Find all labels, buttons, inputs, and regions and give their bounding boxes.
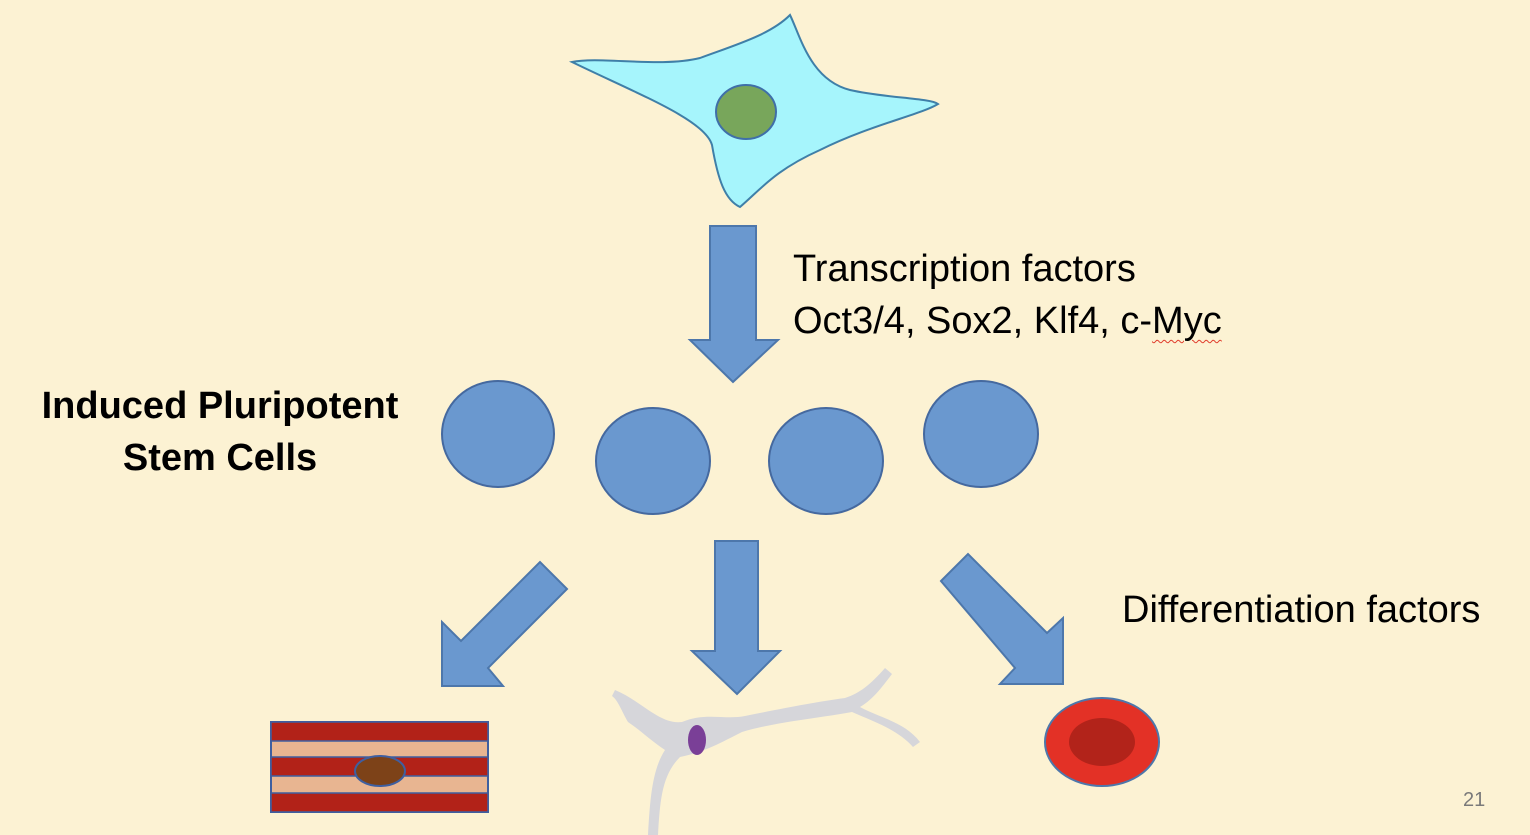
- neuron-nucleus: [688, 725, 706, 755]
- fibroblast-nucleus: [715, 84, 777, 140]
- stem-cell: [595, 407, 711, 515]
- neuron-cell: [612, 668, 920, 835]
- stem-cell: [923, 380, 1039, 488]
- transcription-factors-list-prefix: Oct3/4, Sox2, Klf4, c-: [793, 300, 1153, 342]
- stem-cell: [441, 380, 555, 488]
- differentiation-arrow-left: [441, 560, 569, 687]
- stem-cell: [768, 407, 884, 515]
- differentiation-arrow-center: [689, 540, 783, 696]
- slide-number: 21: [1463, 789, 1486, 811]
- reprogramming-arrow: [687, 225, 781, 384]
- spellcheck-flagged-word: Myc: [1152, 300, 1222, 342]
- transcription-factors-list: Oct3/4, Sox2, Klf4, c-Myc: [793, 300, 1222, 343]
- red-blood-cell: [1044, 697, 1160, 787]
- ipsc-label: Induced Pluripotent Stem Cells: [10, 380, 430, 484]
- differentiation-arrow-right: [939, 552, 1064, 685]
- muscle-cell: [270, 721, 489, 813]
- ipsc-label-line2: Stem Cells: [122, 437, 318, 479]
- transcription-factors-label: Transcription factors: [793, 248, 1136, 290]
- ipsc-label-line1: Induced Pluripotent: [41, 385, 399, 427]
- muscle-nucleus: [354, 755, 406, 787]
- differentiation-factors-label: Differentiation factors: [1122, 589, 1481, 631]
